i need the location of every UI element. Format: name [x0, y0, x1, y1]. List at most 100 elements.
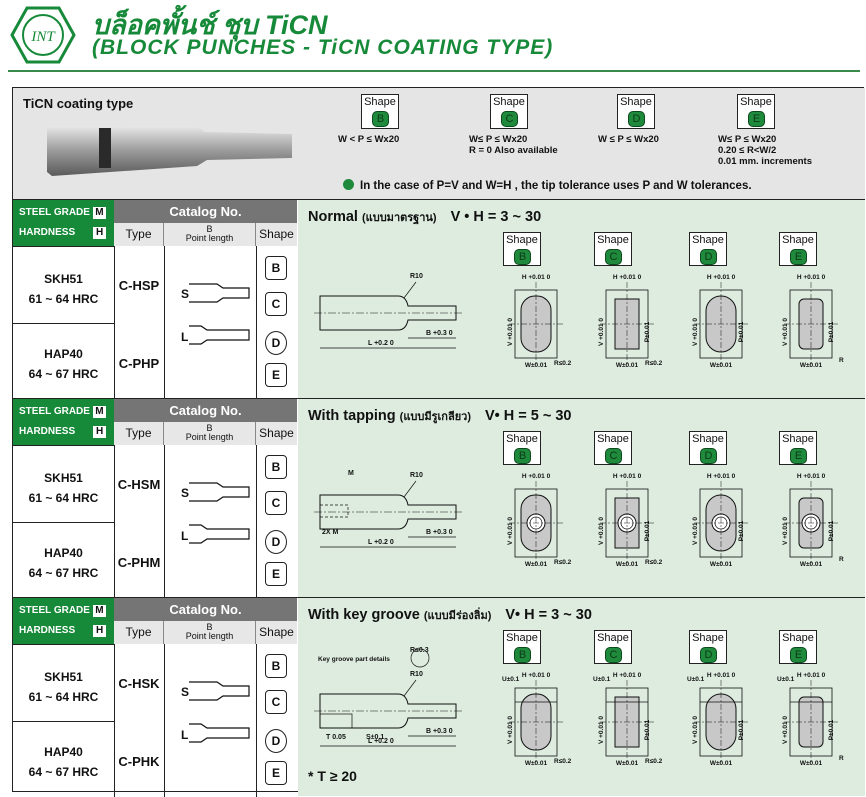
p-dimension: P±0.01 [828, 719, 835, 740]
point-length-icon [189, 681, 250, 743]
cross-section-d: H +0.01 0V +0.01 0W±0.01P±0.01 [692, 473, 748, 568]
cross-section-e: H +0.01 0V +0.01 0W±0.01P±0.01R [782, 274, 844, 369]
shape-letter-c: C [265, 491, 287, 515]
p-dimension: P±0.01 [644, 520, 651, 541]
w-dimension: W±0.01 [800, 760, 823, 767]
point-s-label: S [181, 685, 190, 699]
type-code: C-HSP [118, 278, 160, 293]
h-dimension: H +0.01 0 [613, 672, 642, 679]
point-l-label: L [181, 330, 189, 344]
w-dimension: W±0.01 [525, 362, 548, 369]
v-dimension: V +0.01 0 [507, 318, 514, 346]
p-dimension: P±0.01 [738, 321, 745, 342]
catalog-no-header: Catalog No. [114, 598, 297, 621]
v-dimension: V +0.01 0 [692, 716, 699, 744]
point-l-label: L [181, 529, 189, 543]
v-dimension: V +0.01 0 [598, 517, 605, 545]
v-dimension: V +0.01 0 [782, 318, 789, 346]
shape-letter-c: C [265, 292, 287, 316]
r10-label: R10 [410, 671, 423, 678]
h-dimension: H +0.01 0 [707, 473, 736, 480]
type-code: C-PHK [118, 754, 160, 769]
h-dimension: H +0.01 0 [522, 274, 551, 281]
h-dimension: H +0.01 0 [613, 473, 642, 480]
cross-section-c: H +0.01 0 V +0.01 0 W±0.01 P±0.01R≤0.2 [598, 473, 663, 568]
point-l-label: L [181, 728, 189, 742]
v-dimension: V +0.01 0 [782, 517, 789, 545]
cross-section-e: H +0.01 0V +0.01 0W±0.01P±0.01R [782, 473, 844, 568]
m-label: M [348, 470, 354, 477]
p-dimension: P±0.01 [738, 520, 745, 541]
coating-type-label: TiCN coating type [23, 96, 134, 111]
r-dimension: R≤0.2 [554, 758, 572, 765]
w-dimension: W±0.01 [710, 760, 733, 767]
section-title: Normal(แบบมาตรฐาน)V • H = 3 ~ 30 [308, 209, 542, 225]
logo-text: INT [30, 29, 56, 45]
shape-letter-c: C [265, 690, 287, 714]
bullet-icon [343, 179, 354, 190]
shape-letter-e: E [265, 761, 287, 785]
r10-label: R10 [410, 472, 423, 479]
shape-header: Shape [256, 422, 297, 445]
w-dimension: W±0.01 [800, 561, 823, 568]
title-divider [8, 70, 860, 72]
type-header: Type [114, 422, 164, 445]
type-code: C-HSK [118, 676, 160, 691]
r-label: R [839, 556, 844, 563]
h-dimension: H +0.01 0 [707, 672, 736, 679]
cross-section-d: U±0.1H +0.01 0V +0.01 0W±0.01P±0.01 [687, 672, 748, 767]
h-dimension: H +0.01 0 [613, 274, 642, 281]
cross-section-e: U±0.1H +0.01 0V +0.01 0W±0.01P±0.01R [777, 672, 844, 767]
r-label: R [839, 755, 844, 762]
v-dimension: V +0.01 0 [692, 517, 699, 545]
tolerance-note: In the case of P=V and W=H , the tip tol… [343, 179, 752, 192]
h-dimension: H +0.01 0 [797, 672, 826, 679]
l-dimension: L +0.2 0 [368, 738, 394, 745]
shape-header: Shape [256, 223, 297, 246]
p-dimension: P±0.01 [828, 520, 835, 541]
v-dimension: V +0.01 0 [507, 517, 514, 545]
section-title: With key groove(แบบมีร่องลิ่ม)V• H = 3 ~… [308, 607, 592, 623]
footnote: * T ≥ 20 [308, 768, 357, 784]
cross-section-c: U±0.1H +0.01 0V +0.01 0W±0.01P±0.01R≤0.2 [593, 672, 663, 767]
shape-header: Shape [256, 621, 297, 644]
point-s-label: S [181, 287, 190, 301]
u-dimension: U±0.1 [502, 676, 520, 683]
w-dimension: W±0.01 [616, 561, 639, 568]
r-small-label: R≤0.3 [410, 647, 429, 654]
r-dimension: R≤0.2 [645, 559, 663, 566]
b-dimension: B +0.3 0 [426, 330, 453, 337]
section-title: With tapping(แบบมีรูเกลียว)V• H = 5 ~ 30 [308, 408, 572, 424]
shape-letter-d: D [265, 530, 287, 554]
w-dimension: W±0.01 [616, 362, 639, 369]
v-dimension: V +0.01 0 [507, 716, 514, 744]
catalog-no-header: Catalog No. [114, 399, 297, 422]
h-dimension: H +0.01 0 [522, 672, 551, 679]
r-label: R [839, 357, 844, 364]
w-dimension: W±0.01 [710, 362, 733, 369]
p-dimension: P±0.01 [644, 321, 651, 342]
t-dimension: T 0.05 [326, 734, 346, 741]
cross-section-d: H +0.01 0V +0.01 0W±0.01P±0.01 [692, 274, 748, 369]
type-code: C-HSM [117, 477, 161, 492]
